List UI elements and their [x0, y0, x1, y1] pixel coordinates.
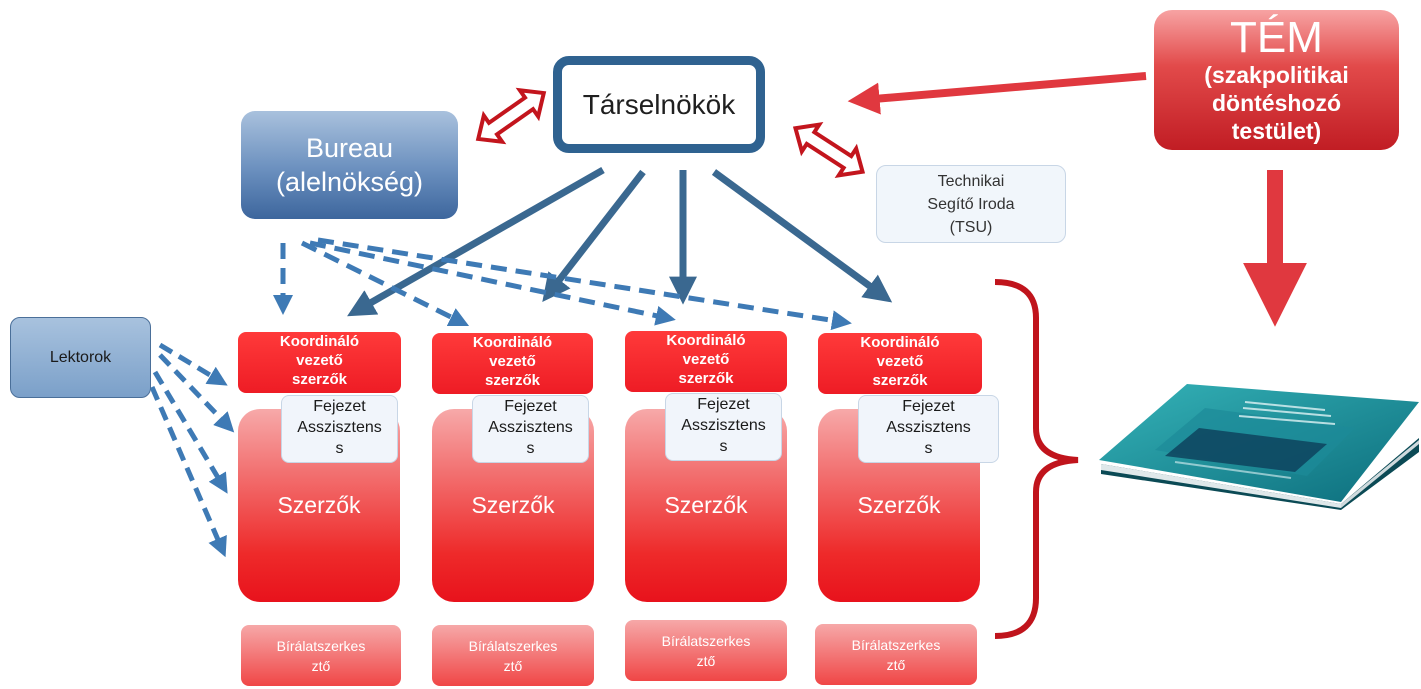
tarselnokok-label: Társelnökök [582, 88, 736, 120]
arrow-to-column-1 [347, 166, 605, 317]
authors-label: Szerzők [277, 492, 361, 518]
koord-line-3: szerzők [291, 371, 348, 388]
coordinating-authors-box: Koordináló vezető szerzők [818, 333, 982, 394]
fejezet-line-1: Fejezet [697, 396, 750, 413]
dashed-bureau-to-column-4 [317, 237, 852, 331]
coordinating-authors-box: Koordináló vezető szerzők [432, 333, 593, 394]
fejezet-line-2: Asszisztens [681, 417, 766, 434]
fejezet-line-1: Fejezet [313, 398, 366, 415]
dashed-lektorok-4 [149, 386, 227, 558]
koord-line-2: vezető [876, 353, 924, 370]
dashed-bureau-to-column-2 [300, 240, 470, 327]
tem-title: TÉM [1230, 13, 1323, 62]
biralat-line-1: Bírálatszerkes [468, 637, 558, 654]
bureau-label: Bureau [305, 133, 394, 163]
report-book-image [1099, 384, 1419, 510]
koord-line-3: szerzők [678, 370, 734, 387]
review-editor-box: Bírálatszerkes ztő [432, 625, 594, 686]
authors-label: Szerzők [664, 492, 748, 518]
authors-label: Szerzők [857, 492, 941, 518]
tem-node: TÉM (szakpolitikai döntéshozó testület) [1154, 10, 1399, 150]
authors-label: Szerzők [471, 492, 555, 518]
koord-line-1: Koordináló [279, 333, 360, 350]
curly-brace [994, 279, 1079, 639]
fejezet-line-3: s [526, 440, 535, 457]
arrow-to-column-4 [711, 169, 893, 303]
chapter-assistant-box: Fejezet Asszisztens s [281, 395, 398, 463]
bureau-sublabel: (alelnökség) [275, 167, 424, 197]
chapter-assistant-box: Fejezet Asszisztens s [665, 393, 782, 461]
koord-line-2: vezető [682, 351, 730, 368]
coordinating-authors-box: Koordináló vezető szerzők [625, 331, 787, 392]
coordinating-authors-box: Koordináló vezető szerzők [238, 332, 401, 393]
lektorok-label: Lektorok [49, 348, 112, 366]
fejezet-line-1: Fejezet [504, 398, 557, 415]
chapter-assistant-box: Fejezet Asszisztens s [858, 395, 999, 463]
fejezet-line-2: Asszisztens [886, 419, 971, 436]
biralat-line-1: Bírálatszerkes [276, 637, 366, 654]
double-arrow-tarselnokok-tsu [792, 121, 866, 179]
biralat-line-2: ztő [696, 652, 716, 669]
tem-line-1: (szakpolitikai [1204, 62, 1349, 88]
tsu-line-2: Segítő Iroda [927, 195, 1015, 213]
tem-line-2: döntéshozó [1211, 90, 1342, 116]
double-arrow-bureau-tarselnokok [475, 87, 547, 145]
koord-line-3: szerzők [872, 372, 928, 389]
fejezet-line-3: s [335, 440, 344, 457]
tem-line-3: testület) [1231, 118, 1322, 144]
dashed-lektorok-1 [158, 342, 228, 386]
chapter-assistant-box: Fejezet Asszisztens s [472, 395, 589, 463]
koord-line-3: szerzők [484, 372, 541, 389]
dashed-lektorok-3 [152, 370, 228, 494]
fejezet-line-2: Asszisztens [488, 419, 573, 436]
tsu-line-3: (TSU) [949, 218, 993, 236]
review-editor-box: Bírálatszerkes ztő [241, 625, 401, 686]
arrow-to-column-2 [542, 169, 646, 302]
bureau-node: Bureau (alelnökség) [241, 111, 458, 219]
biralat-line-1: Bírálatszerkes [661, 632, 751, 649]
tsu-line-1: Technikai [937, 172, 1005, 190]
lektorok-node: Lektorok [10, 317, 151, 398]
koord-line-1: Koordináló [860, 334, 940, 351]
fejezet-line-1: Fejezet [902, 398, 955, 415]
dashed-bureau-to-column-3 [309, 240, 676, 326]
tsu-node: Technikai Segítő Iroda (TSU) [876, 165, 1066, 243]
koord-line-1: Koordináló [666, 332, 746, 349]
review-editor-box: Bírálatszerkes ztő [815, 624, 977, 685]
arrow-tem-to-tarselnokok [847, 72, 1147, 115]
biralat-line-2: ztő [503, 657, 523, 674]
biralat-line-1: Bírálatszerkes [851, 636, 941, 653]
biralat-line-2: ztő [311, 657, 331, 674]
biralat-line-2: ztő [886, 656, 906, 673]
fejezet-line-3: s [924, 440, 933, 457]
tarselnokok-node: Társelnökök [553, 56, 765, 153]
koord-line-1: Koordináló [472, 334, 553, 351]
review-editor-box: Bírálatszerkes ztő [625, 620, 787, 681]
koord-line-2: vezető [296, 352, 343, 369]
koord-line-2: vezető [489, 353, 536, 370]
fejezet-line-2: Asszisztens [297, 419, 382, 436]
dashed-lektorok-2 [158, 353, 235, 433]
fejezet-line-3: s [719, 438, 728, 455]
